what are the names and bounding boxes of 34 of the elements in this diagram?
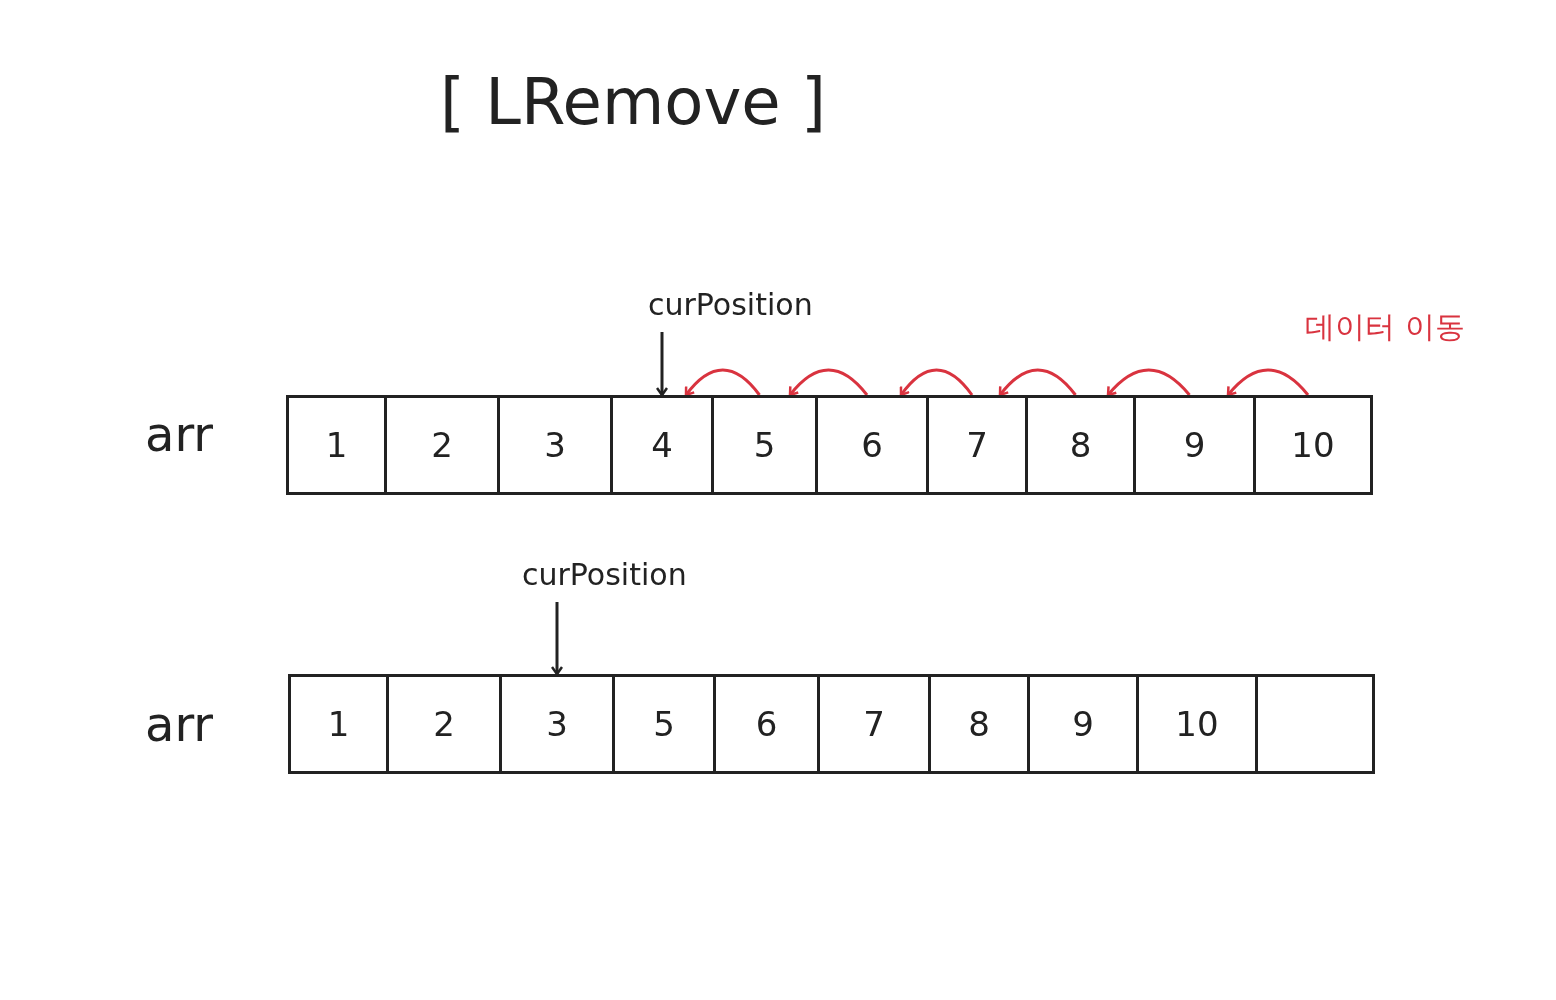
arrow <box>899 368 974 397</box>
array-name: arr <box>145 700 214 748</box>
array-cell: 5 <box>711 395 818 495</box>
arrow <box>684 368 761 397</box>
array-cell: 3 <box>497 395 613 495</box>
array-cell: 7 <box>817 674 931 774</box>
array-cell: 2 <box>386 674 502 774</box>
arrow <box>788 368 869 397</box>
array-cell: 4 <box>610 395 714 495</box>
arrow <box>998 368 1077 397</box>
arrow <box>550 602 564 676</box>
array-cell: 1 <box>288 674 389 774</box>
array-cell: 8 <box>1025 395 1136 495</box>
array-cell: 7 <box>926 395 1028 495</box>
array-cell: 8 <box>928 674 1030 774</box>
annotation-text: 데이터 이동 <box>1305 312 1465 342</box>
array-cell: 6 <box>815 395 929 495</box>
array-cell: 9 <box>1133 395 1256 495</box>
array-cell: 10 <box>1136 674 1258 774</box>
array-cell: 3 <box>499 674 615 774</box>
array-cell: 10 <box>1253 395 1373 495</box>
pointer-label: curPosition <box>648 290 813 320</box>
array-cell: 9 <box>1027 674 1139 774</box>
arrow <box>655 332 669 397</box>
title: [ LRemove ] <box>440 70 826 134</box>
array-cell: 2 <box>384 395 500 495</box>
pointer-label: curPosition <box>522 560 687 590</box>
arrow <box>1106 368 1191 397</box>
array-name: arr <box>145 410 214 458</box>
arrow <box>1226 368 1310 397</box>
empty-array-cell <box>1255 674 1375 774</box>
array-cell: 6 <box>713 674 820 774</box>
array-cell: 5 <box>612 674 716 774</box>
array-cell: 1 <box>286 395 387 495</box>
